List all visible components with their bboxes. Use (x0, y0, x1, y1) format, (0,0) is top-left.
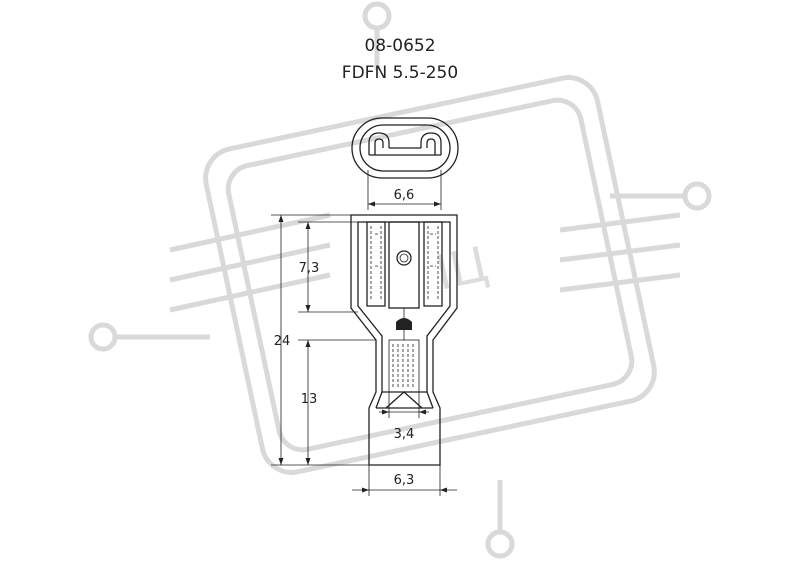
svg-text:IЦ: IЦ (431, 236, 493, 301)
dim-total-height: 24 (271, 214, 369, 466)
dim-width-top: 6,6 (367, 170, 442, 210)
dim-label-total-height: 24 (274, 334, 291, 349)
dim-label-upper-height: 7,3 (299, 261, 320, 276)
dim-bottom-width: 6,3 (352, 465, 457, 496)
dim-upper-height: 7,3 (298, 221, 358, 313)
dim-label-lower-height: 13 (301, 392, 318, 407)
dim-lower-height: 13 (298, 339, 376, 465)
part-model: FDFN 5.5-250 (342, 63, 458, 83)
part-code: 08-0652 (364, 36, 435, 56)
end-view (351, 117, 459, 179)
dim-label-inner-width: 3,4 (394, 427, 415, 442)
dim-label-bottom-width: 6,3 (394, 473, 415, 488)
dim-inner-width: 3,4 (379, 392, 429, 442)
watermark-logo: IЦ (88, 1, 712, 559)
dim-label-width-top: 6,6 (394, 188, 415, 203)
